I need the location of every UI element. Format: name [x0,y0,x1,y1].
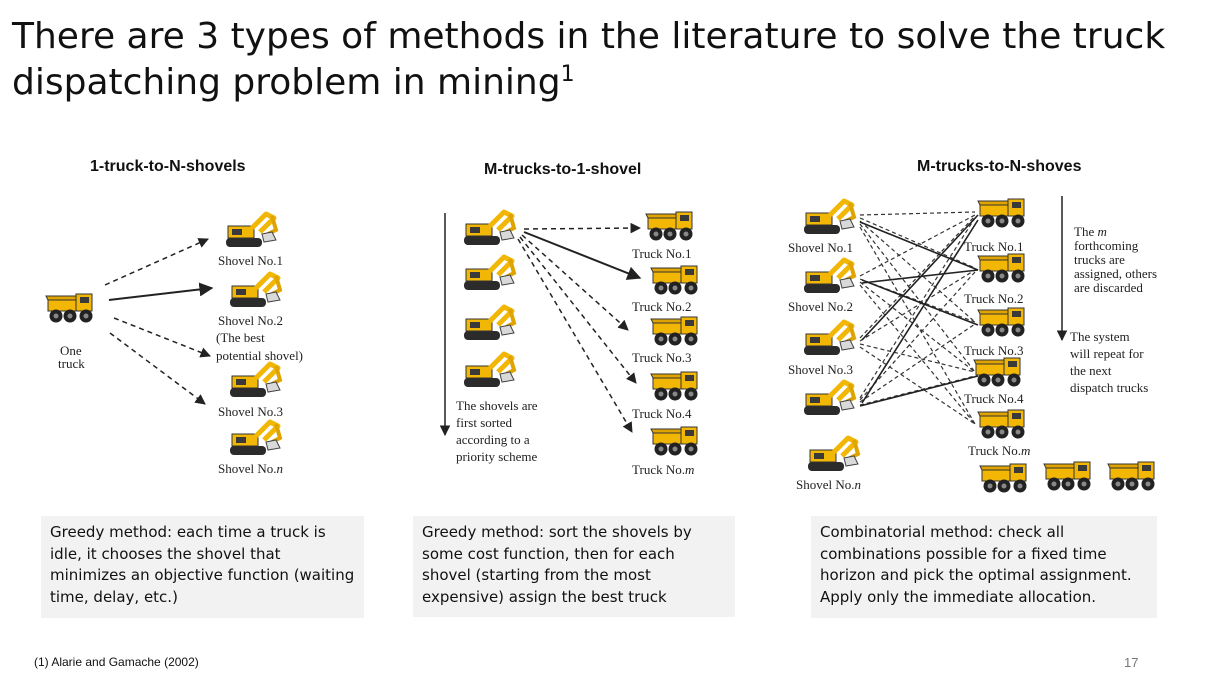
p3-note-b3: the next [1070,363,1112,378]
dispatch-diagrams: One truck Shovel No.1 Shovel No.2 (The b… [45,196,1157,493]
p1-shovel2-note1: (The best [216,330,265,345]
p3-truck2-icon [977,253,1025,283]
arrow-to-truck3 [521,234,629,331]
one-truck-label-1: One [60,343,82,358]
panel2-diagram: The shovels are first sorted according t… [439,211,698,477]
p2-shovel1-icon [464,212,514,245]
shovel3-icon [230,364,280,397]
shovel2-icon [230,274,280,307]
footnote: (1) Alarie and Gamache (2002) [34,655,199,669]
p3-note-a1: The m [1074,224,1107,239]
heading-1-truck-to-n-shovels: 1-truck-to-N-shovels [90,158,246,175]
heading-m-trucks-to-n-shoves: M-trucks-to-N-shoves [917,158,1082,175]
p3-note-b2: will repeat for [1070,346,1144,361]
shovel1-icon [226,214,276,247]
p2-truck4-icon [650,371,698,401]
one-truck-label-2: truck [58,356,85,371]
p3-truck3-label: Truck No.3 [964,343,1023,358]
p3-truck5-icon [977,409,1025,439]
p3-note-a3: trucks are [1074,252,1125,267]
p3-truck3-icon [977,307,1025,337]
p3-shoveln-label: Shovel No.n [796,477,861,492]
p3-truck1-icon [977,198,1025,228]
p3-shovel4-icon [804,382,854,415]
selected-links [859,214,979,407]
p3-note-b1: The system [1070,329,1130,344]
p3-shovel1-icon [804,201,854,234]
p1-shovel3-label: Shovel No.3 [218,404,283,419]
combination-links [859,211,976,425]
p3-shoveln-icon [808,438,858,471]
slide-title: There are 3 types of methods in the lite… [12,14,1192,106]
greedy-method-2-description: Greedy method: sort the shovels by some … [413,516,735,617]
p3-shovel2-label: Shovel No.2 [788,299,853,314]
title-footnote-mark: 1 [560,62,575,87]
heading-m-trucks-to-1-shovel: M-trucks-to-1-shovel [484,161,642,178]
p3-note-a4: assigned, others [1074,266,1157,281]
panel1-diagram: One truck Shovel No.1 Shovel No.2 (The b… [45,214,303,476]
slide-title-text: There are 3 types of methods in the lite… [12,16,1166,103]
p2-shovel3-icon [464,307,514,340]
p2-note1: The shovels are [456,398,538,413]
p3-shovel2-icon [804,260,854,293]
arrow-to-truck2 [523,231,642,280]
p2-shovel4-icon [464,354,514,387]
one-truck-icon [45,293,93,323]
p3-note-a2: forthcoming [1074,238,1139,253]
p3-truck4-icon [973,357,1021,387]
p3-shovel3-label: Shovel No.3 [788,362,853,377]
p3-discarded-truck3-icon [1107,461,1155,491]
p3-shovel3-icon [804,322,854,355]
p3-truck4-label: Truck No.4 [964,391,1024,406]
p2-shovel2-icon [464,257,514,290]
p2-truck3-label: Truck No.3 [632,350,691,365]
p3-truckm-label: Truck No.m [968,443,1030,458]
p1-shovel2-note2: potential shovel) [216,348,303,363]
arrow-to-truckm [517,238,633,433]
p2-truck2-icon [650,265,698,295]
p3-truck2-label: Truck No.2 [964,291,1023,306]
p2-truck3-icon [650,316,698,346]
p2-note3: according to a [456,432,530,447]
p2-truckm-icon [650,426,698,456]
p2-truck4-label: Truck No.4 [632,406,692,421]
arrow-to-shovel3 [113,317,211,358]
p3-note-a5: are discarded [1074,280,1143,295]
arrow-to-shovel1 [104,238,209,286]
p3-note-b4: dispatch trucks [1070,380,1148,395]
p1-shovel2-label: Shovel No.2 [218,313,283,328]
p1-shoveln-label: Shovel No.n [218,461,283,476]
page-number: 17 [1124,655,1139,670]
p3-shovel1-label: Shovel No.1 [788,240,853,255]
arrow-to-truck1 [523,222,642,234]
p3-discarded-truck2-icon [1043,461,1091,491]
p2-truck1-label: Truck No.1 [632,246,691,261]
arrow-to-truck4 [519,236,637,384]
greedy-method-1-description: Greedy method: each time a truck is idle… [41,516,364,618]
p1-shovel1-label: Shovel No.1 [218,253,283,268]
p2-truckm-label: Truck No.m [632,462,694,477]
p2-note4: priority scheme [456,449,537,464]
p3-truck1-label: Truck No.1 [964,239,1023,254]
panel3-diagram: Shovel No.1 Shovel No.2 Shovel No.3 Shov… [788,196,1157,493]
p2-note2: first sorted [456,415,512,430]
arrow-to-shoveln [109,332,206,405]
p3-discarded-truck1-icon [979,463,1027,493]
arrow-to-shovel2 [108,282,214,301]
p2-truck1-icon [645,211,693,241]
shoveln-icon [230,422,280,455]
p2-truck2-label: Truck No.2 [632,299,691,314]
combinatorial-method-description: Combinatorial method: check all combinat… [811,516,1157,618]
